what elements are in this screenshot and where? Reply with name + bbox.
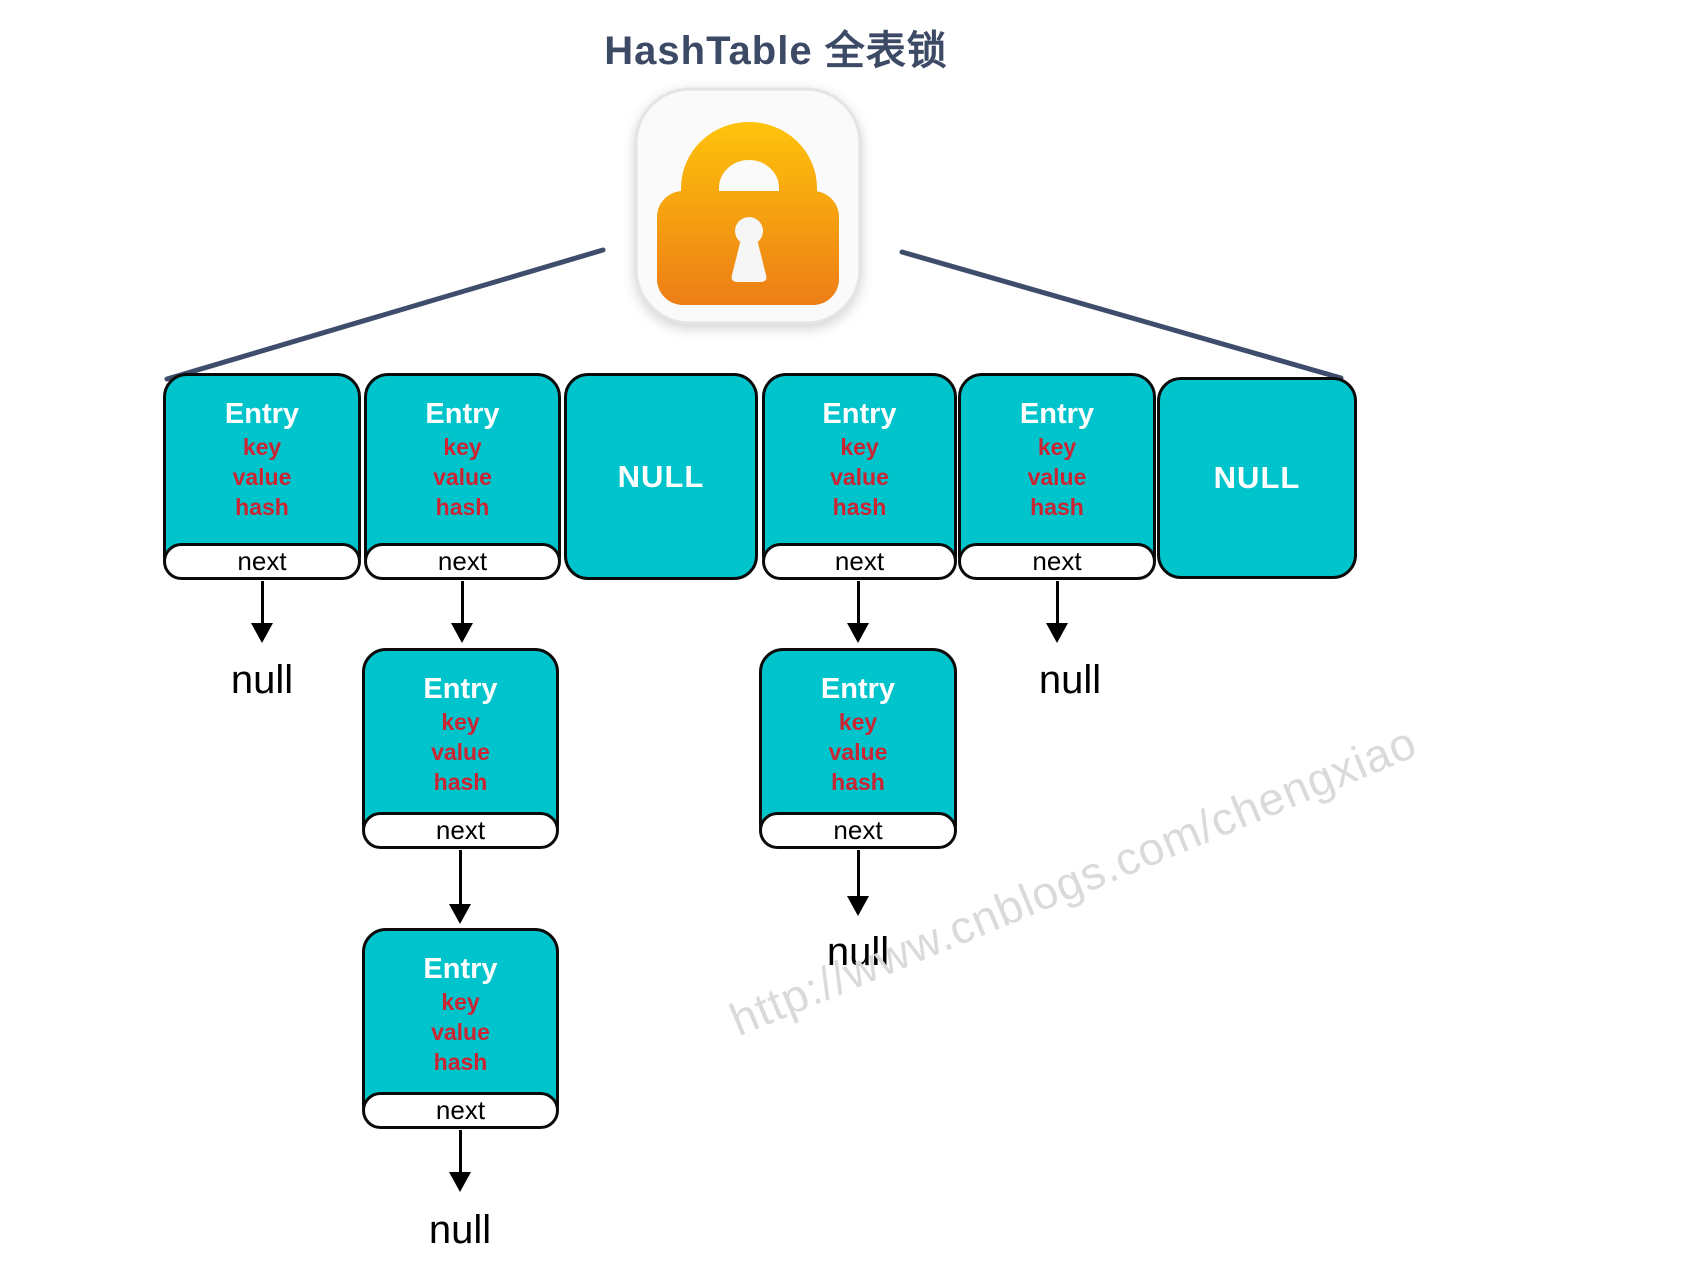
bucket-4-entry-node: Entry key value hash next [958, 373, 1156, 580]
entry-field-value: value [431, 739, 490, 765]
entry-title: Entry [1019, 398, 1095, 430]
entry-field-key: key [441, 989, 480, 1015]
entry-field-value: value [433, 464, 492, 490]
entry-field-hash: hash [1030, 494, 1084, 520]
bucket-1-chain-entry-node-1: Entry key value hash next [362, 648, 559, 849]
bucket-1-entry-node: Entry key value hash next [364, 373, 561, 580]
null-terminator-bucket0: null [230, 658, 294, 702]
entry-title: Entry [425, 398, 500, 430]
null-box-label: NULL [617, 458, 705, 494]
bucket-0-entry-node: Entry key value hash next [163, 373, 361, 580]
entry-field-hash: hash [832, 494, 887, 520]
null-terminator-bucket3: null [826, 930, 890, 974]
entry-field-key: key [242, 434, 282, 460]
entry-field-key: key [443, 434, 482, 460]
pointer-arrow-bucket3 [847, 581, 869, 643]
entry-field-value: value [830, 464, 889, 490]
entry-field-hash: hash [235, 494, 289, 520]
entry-field-key: key [1037, 434, 1077, 460]
entry-body: Entry key value hash [762, 651, 954, 812]
pointer-arrow-bucket0 [251, 581, 273, 643]
pointer-arrow-bucket1-chain2 [449, 1130, 471, 1192]
entry-field-value: value [1027, 464, 1087, 490]
bucket-3-entry-node: Entry key value hash next [762, 373, 957, 580]
bucket-3-chain-entry-node-1: Entry key value hash next [759, 648, 957, 849]
next-pointer: next [759, 812, 957, 849]
entry-body: Entry key value hash [367, 376, 558, 543]
next-pointer: next [163, 543, 361, 580]
entry-field-hash: hash [433, 1049, 488, 1075]
entry-field-value: value [431, 1019, 490, 1045]
entry-title: Entry [423, 673, 498, 705]
entry-title: Entry [423, 953, 498, 985]
next-pointer: next [364, 543, 561, 580]
entry-title: Entry [224, 398, 300, 430]
pointer-arrow-bucket1-chain1 [449, 850, 471, 924]
entry-field-value: value [828, 739, 888, 765]
lock-icon [634, 87, 862, 325]
entry-title: Entry [820, 673, 896, 705]
pointer-arrow-bucket4 [1046, 581, 1068, 643]
entry-field-hash: hash [435, 494, 490, 520]
entry-field-value: value [232, 464, 292, 490]
entry-body: Entry key value hash [365, 931, 556, 1092]
entry-field-key: key [838, 709, 878, 735]
entry-body: Entry key value hash [765, 376, 954, 543]
pointer-arrow-bucket1 [451, 581, 473, 643]
null-box-label: NULL [1213, 460, 1301, 495]
next-pointer: next [762, 543, 957, 580]
diagram-title: HashTable 全表锁 [604, 29, 948, 73]
entry-field-hash: hash [433, 769, 488, 795]
next-pointer: next [362, 812, 559, 849]
bucket-5-null-node: NULL [1157, 377, 1357, 579]
entry-body: Entry key value hash [961, 376, 1153, 543]
entry-field-hash: hash [831, 769, 885, 795]
next-pointer: next [958, 543, 1156, 580]
bucket-2-null-node: NULL [564, 373, 758, 580]
null-terminator-bucket1: null [428, 1208, 492, 1252]
entry-body: Entry key value hash [166, 376, 358, 543]
entry-title: Entry [822, 398, 897, 430]
entry-field-key: key [840, 434, 879, 460]
next-pointer: next [362, 1092, 559, 1129]
bucket-1-chain-entry-node-2: Entry key value hash next [362, 928, 559, 1129]
entry-body: Entry key value hash [365, 651, 556, 812]
entry-field-key: key [441, 709, 480, 735]
pointer-arrow-bucket3-chain1 [847, 850, 869, 916]
null-terminator-bucket4: null [1038, 658, 1102, 702]
